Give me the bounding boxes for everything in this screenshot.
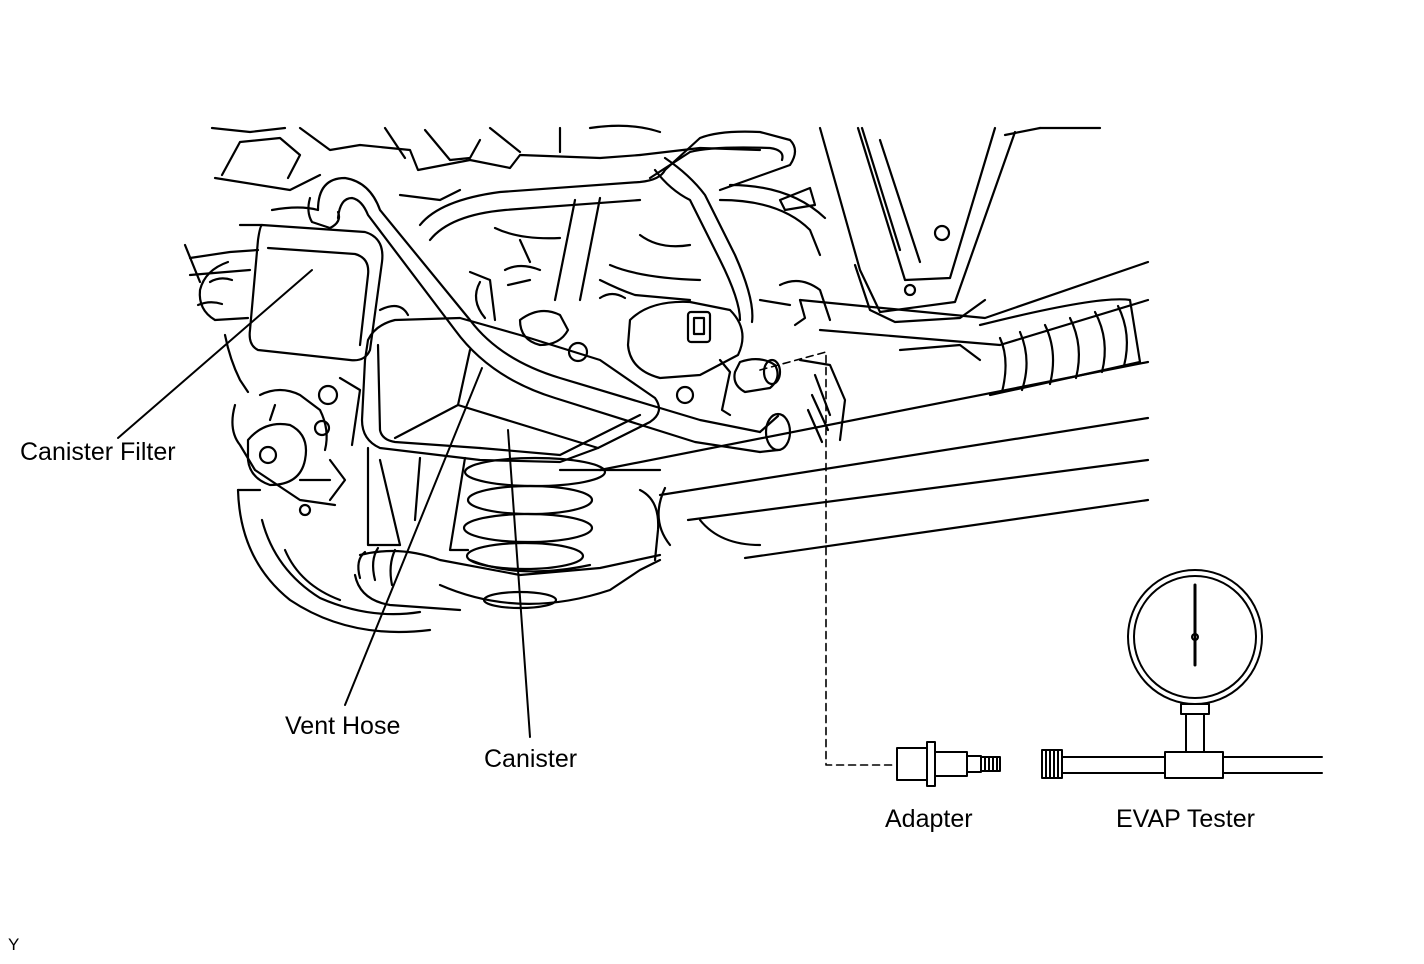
vent-hose-label: Vent Hose	[285, 712, 401, 740]
hose-fittings	[470, 266, 780, 415]
floor-pan-details	[400, 190, 845, 442]
leader-lines	[118, 270, 530, 737]
canister-filter-part	[198, 208, 408, 393]
adapter-label: Adapter	[885, 805, 973, 833]
vent-hose-part	[308, 178, 790, 452]
rear-frame-rail	[800, 262, 1148, 395]
evap-tester-label: EVAP Tester	[1116, 805, 1255, 833]
upper-body-structure	[185, 126, 760, 282]
canister-label: Canister	[484, 745, 578, 773]
dashed-connection-line	[760, 352, 895, 765]
lower-control-arm	[600, 362, 1148, 558]
canister-part	[362, 318, 659, 550]
evap-tester-part	[1042, 570, 1322, 778]
leader-canister	[508, 430, 530, 737]
spring-seat-arm	[355, 470, 660, 610]
adapter-part	[897, 742, 1000, 786]
suspension-bracket	[820, 128, 1100, 322]
coil-spring	[440, 458, 660, 608]
figure-code: Y	[8, 935, 20, 954]
brake-assembly	[232, 378, 430, 632]
leader-canister-filter	[118, 270, 312, 438]
upper-hoses	[420, 132, 825, 322]
canister-filter-label: Canister Filter	[20, 438, 176, 466]
leader-vent-hose	[345, 368, 482, 705]
